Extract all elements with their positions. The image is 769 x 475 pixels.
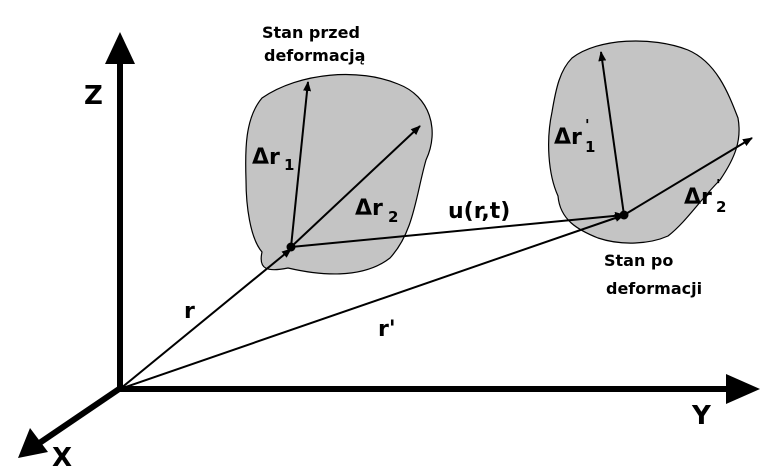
svg-text:Δr: Δr — [684, 185, 712, 210]
z-axis-label: Z — [84, 81, 103, 111]
x-axis-arrowhead — [18, 428, 48, 458]
svg-text:2: 2 — [716, 198, 726, 216]
body-after-shape — [548, 40, 740, 244]
label-r: r — [184, 299, 195, 324]
svg-text:': ' — [585, 116, 590, 134]
svg-text:Δr: Δr — [252, 145, 280, 170]
svg-text:Δr: Δr — [554, 125, 582, 150]
y-axis-label: Y — [691, 401, 712, 431]
z-axis-arrowhead — [105, 32, 135, 64]
y-axis-arrowhead — [726, 374, 760, 404]
point-before — [286, 242, 296, 252]
label-dr1-after: Δr ' 1 — [554, 116, 595, 156]
caption-before-line2: deformacją — [264, 46, 365, 65]
label-r-prime: r' — [378, 317, 396, 342]
label-u: u(r,t) — [448, 199, 510, 224]
label-dr2-after: Δr ' 2 — [684, 176, 726, 216]
point-after — [619, 210, 629, 220]
x-axis-label: X — [52, 443, 72, 473]
svg-text:1: 1 — [284, 156, 294, 174]
vector-dr1-before — [290, 81, 312, 248]
label-dr2-before: Δr 2 — [355, 196, 398, 226]
vector-dr2-before — [290, 125, 421, 248]
caption-before-line1: Stan przed — [262, 23, 360, 42]
svg-text:2: 2 — [388, 208, 398, 226]
vector-r — [119, 248, 292, 390]
caption-after-line1: Stan po — [604, 251, 673, 270]
svg-text:1: 1 — [585, 138, 595, 156]
svg-text:Δr: Δr — [355, 196, 383, 221]
caption-after-line2: deformacji — [606, 279, 702, 298]
vector-r-prime — [119, 214, 625, 390]
vector-dr2-after — [623, 137, 753, 216]
vector-u — [290, 211, 625, 248]
vector-dr1-after — [598, 51, 625, 216]
body-before-shape — [245, 73, 433, 275]
svg-text:': ' — [716, 176, 721, 194]
label-dr1-before: Δr 1 — [252, 145, 294, 174]
x-axis — [36, 384, 124, 447]
